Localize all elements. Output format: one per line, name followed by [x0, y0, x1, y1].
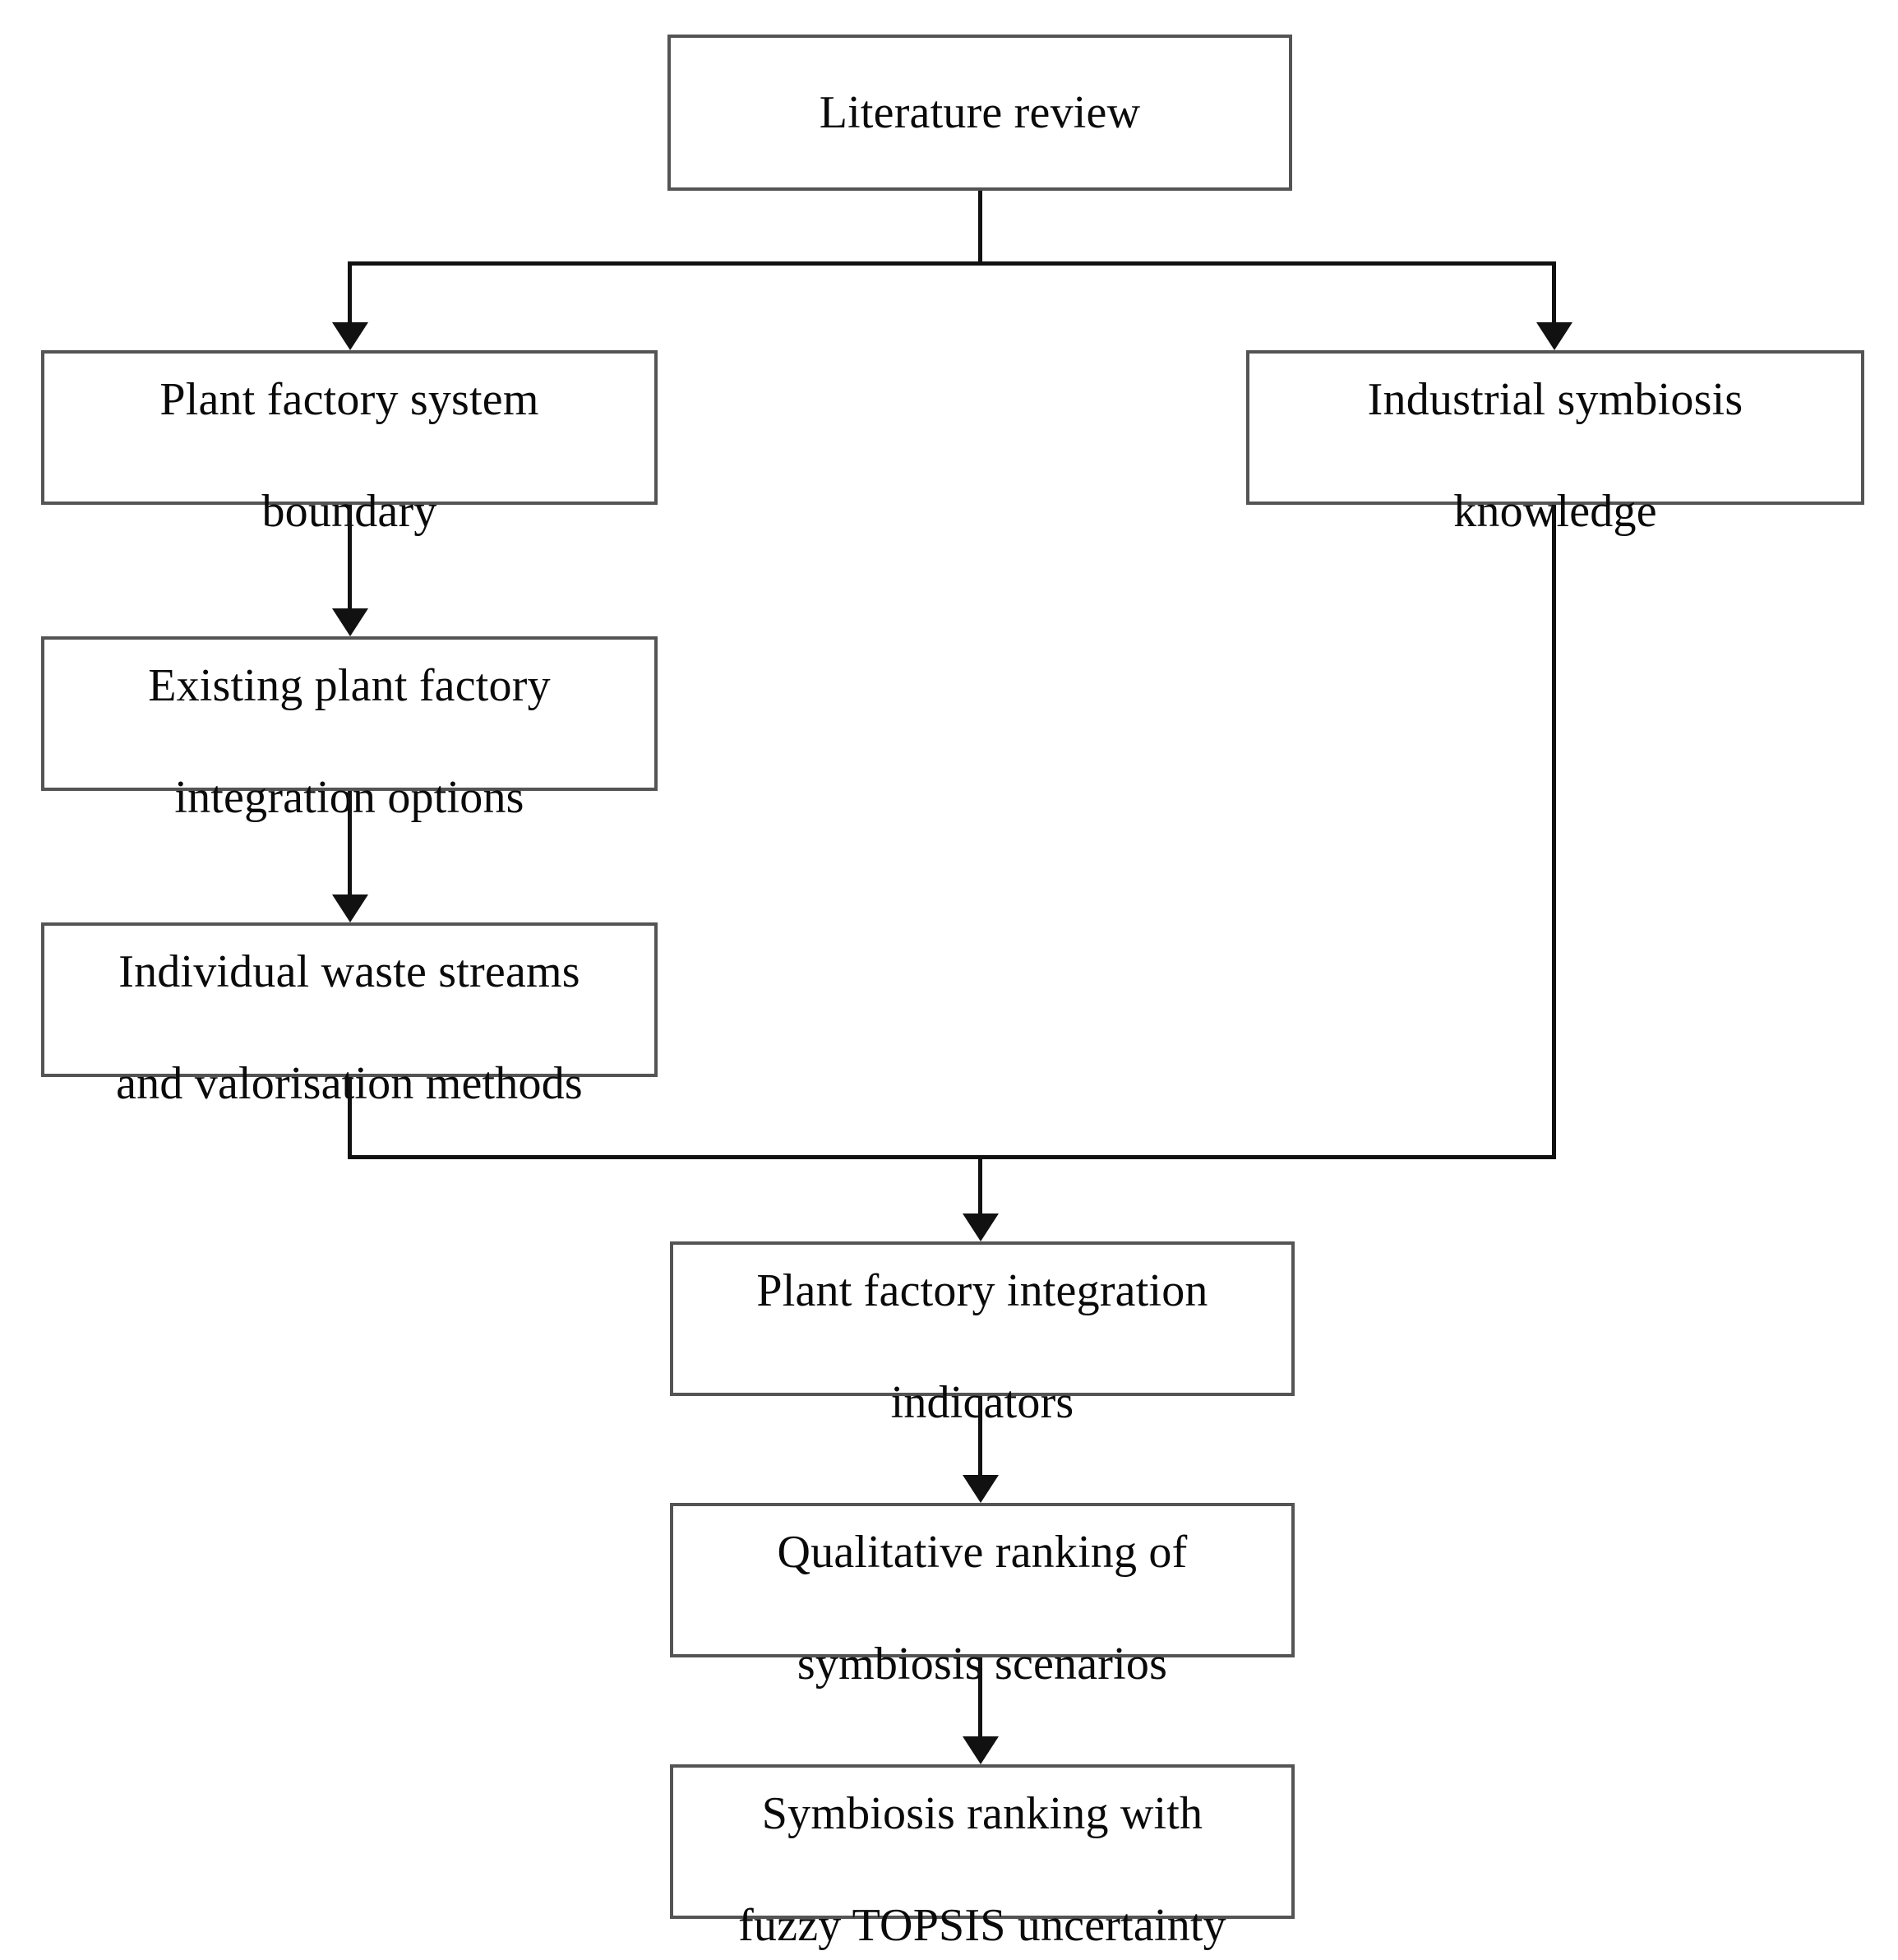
- line-2: and valorisation methods: [116, 1058, 583, 1110]
- edge-literature-to-boundary-line: [348, 261, 352, 326]
- line-1: Existing plant factory: [148, 659, 551, 711]
- edge-literature-to-boundary-arrowhead: [332, 322, 368, 350]
- line-1: Qualitative ranking of: [777, 1526, 1188, 1578]
- line-2: symbiosis scenarios: [797, 1639, 1168, 1690]
- line-1: Plant factory system: [159, 373, 539, 425]
- edge-waste-to-merge-line: [348, 1077, 352, 1159]
- node-qualitative-ranking[interactable]: Qualitative ranking of symbiosis scenari…: [670, 1503, 1295, 1690]
- edge-indicators-to-qualitative-arrowhead: [963, 1475, 999, 1503]
- node-plant-factory-integration-indicators-label: Plant factory integration indicators: [685, 1206, 1280, 1431]
- line-2: fuzzy TOPSIS uncertainty: [738, 1900, 1226, 1952]
- node-individual-waste-streams[interactable]: Individual waste streams and valorisatio…: [41, 922, 658, 1109]
- edge-literature-to-symbiosis-arrowhead: [1536, 322, 1572, 350]
- node-literature-review-label: Literature review: [819, 86, 1141, 138]
- edge-qualitative-to-topsis-line: [978, 1657, 982, 1760]
- node-qualitative-ranking-label: Qualitative ranking of symbiosis scenari…: [685, 1468, 1280, 1692]
- edge-indicators-to-qualitative-line: [978, 1396, 982, 1499]
- line-2: integration options: [174, 772, 524, 824]
- edge-existing-to-waste-arrowhead: [332, 894, 368, 922]
- node-existing-plant-factory-integration-options[interactable]: Existing plant factory integration optio…: [41, 636, 658, 823]
- node-symbiosis-ranking-fuzzy-topsis[interactable]: Symbiosis ranking with fuzzy TOPSIS unce…: [670, 1764, 1295, 1951]
- node-literature-review[interactable]: Literature review: [667, 35, 1292, 191]
- edge-literature-split-bar: [348, 261, 1556, 266]
- edge-existing-to-waste-line: [348, 791, 352, 898]
- edge-boundary-to-existing-arrowhead: [332, 608, 368, 636]
- line-1: Plant factory integration: [756, 1264, 1208, 1316]
- edge-symbiosis-to-merge-line: [1552, 505, 1556, 1159]
- node-individual-waste-streams-label: Individual waste streams and valorisatio…: [56, 887, 643, 1112]
- edge-merge-bar: [348, 1155, 1556, 1159]
- edge-literature-to-symbiosis-line: [1552, 261, 1556, 326]
- node-plant-factory-integration-indicators[interactable]: Plant factory integration indicators: [670, 1241, 1295, 1428]
- edge-literature-stem: [978, 191, 982, 265]
- line-1: Individual waste streams: [118, 945, 580, 997]
- node-plant-factory-system-boundary[interactable]: Plant factory system boundary: [41, 350, 658, 537]
- line-1: Symbiosis ranking with: [761, 1787, 1203, 1839]
- node-existing-plant-factory-integration-options-label: Existing plant factory integration optio…: [56, 601, 643, 825]
- edge-merge-to-indicators-arrowhead: [963, 1213, 999, 1241]
- line-1: Industrial symbiosis: [1367, 373, 1743, 425]
- edge-boundary-to-existing-line: [348, 505, 352, 612]
- node-symbiosis-ranking-fuzzy-topsis-label: Symbiosis ranking with fuzzy TOPSIS unce…: [685, 1729, 1280, 1953]
- edge-merge-to-indicators-line: [978, 1155, 982, 1233]
- node-industrial-symbiosis-knowledge[interactable]: Industrial symbiosis knowledge: [1246, 350, 1864, 537]
- edge-qualitative-to-topsis-arrowhead: [963, 1736, 999, 1764]
